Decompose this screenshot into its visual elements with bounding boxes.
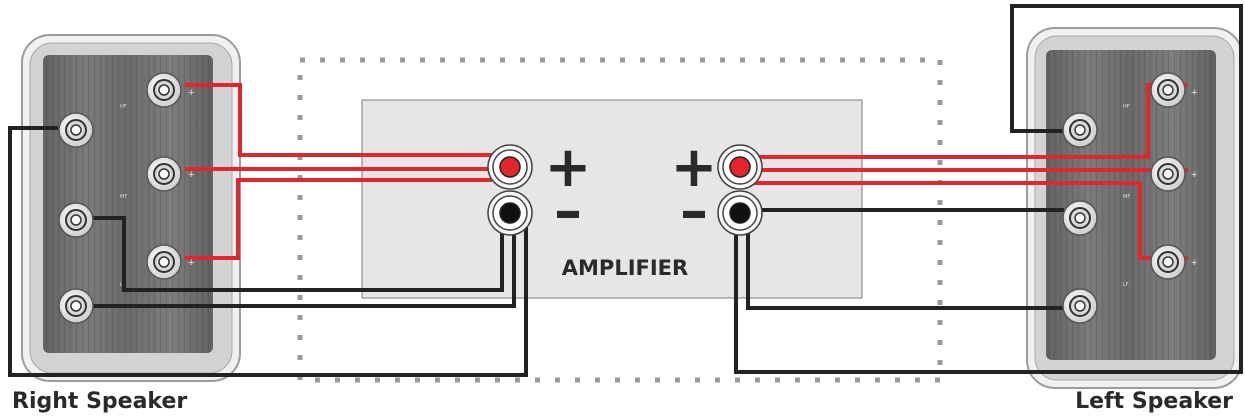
left-tag-lf: LF	[1123, 282, 1129, 288]
dotted-frame	[297, 57, 943, 383]
right-mf-positive-terminal	[146, 156, 182, 192]
right-positive-wires	[185, 83, 492, 260]
left-lf-negative-terminal	[1062, 288, 1098, 324]
amp-right-positive-terminal	[487, 144, 533, 190]
svg-text:+: +	[1191, 169, 1197, 181]
left-mf-negative-terminal	[1062, 200, 1098, 236]
amplifier-label: AMPLIFIER	[562, 256, 688, 280]
amp-right-negative-terminal	[487, 190, 533, 236]
svg-text:+: +	[1191, 257, 1197, 269]
wire-right-hf-positive	[185, 83, 492, 157]
left-negative-wires	[734, 4, 1243, 374]
right-lf-negative-terminal	[58, 288, 94, 324]
svg-text:+: +	[1191, 87, 1197, 99]
wire-right-lf-negative	[90, 227, 516, 308]
wire-left-lf-negative	[746, 227, 1068, 310]
right-speaker-caption: Right Speaker	[12, 389, 188, 414]
right-hf-negative-terminal	[58, 112, 94, 148]
wire-right-lf-positive	[185, 178, 492, 260]
amp-right-plus-sign: +	[545, 135, 592, 200]
svg-text:+: +	[188, 257, 194, 269]
wire-right-hf-negative	[8, 126, 528, 377]
left-terminals: + + +	[1062, 72, 1197, 324]
wire-right-mf-negative	[90, 216, 504, 292]
svg-text:+: +	[188, 87, 194, 99]
right-terminals: + + +	[58, 72, 194, 324]
left-lf-positive-terminal	[1150, 244, 1186, 280]
right-tag-hf: HF	[120, 104, 127, 110]
wire-left-hf-negative	[734, 4, 1243, 374]
right-mf-negative-terminal	[58, 202, 94, 238]
amp-left-minus-sign: –	[680, 179, 708, 244]
left-tag-hf: HF	[1123, 104, 1130, 110]
svg-text:+: +	[188, 169, 194, 181]
amp-left-plus-sign: +	[671, 135, 718, 200]
amplifier-box	[361, 99, 863, 299]
amp-left-positive-terminal	[717, 144, 763, 190]
right-tag-mf: MF	[120, 194, 127, 200]
left-mf-positive-terminal	[1150, 156, 1186, 192]
left-speaker-caption: Left Speaker	[1075, 389, 1233, 414]
right-negative-wires	[8, 126, 528, 377]
left-hf-positive-terminal	[1150, 72, 1186, 108]
right-lf-positive-terminal	[146, 244, 182, 280]
left-tag-mf: MF	[1123, 194, 1130, 200]
amp-right-minus-sign: –	[554, 179, 582, 244]
amp-left-negative-terminal	[717, 190, 763, 236]
right-hf-positive-terminal	[146, 72, 182, 108]
left-hf-negative-terminal	[1062, 112, 1098, 148]
